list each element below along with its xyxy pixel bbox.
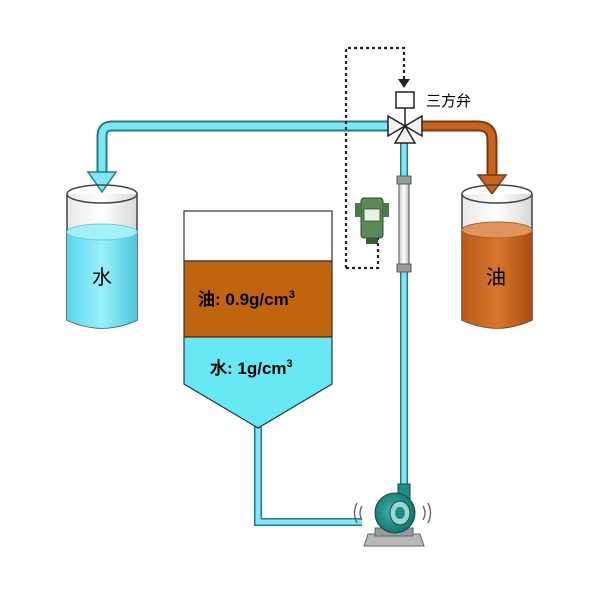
water-tank	[66, 184, 138, 329]
oil-pipe	[420, 120, 508, 196]
oil-layer-name: 油	[198, 289, 215, 309]
water-flow-arrow-icon	[86, 171, 118, 194]
oil-layer-label: 油: 0.9g/cm3	[198, 289, 295, 309]
pump-vibration-icon	[353, 502, 432, 524]
drain-pipe	[254, 425, 362, 526]
valve-label: 三方弁	[426, 92, 471, 110]
separator-vessel	[183, 210, 333, 429]
oil-layer-colon: :	[215, 290, 225, 309]
oil-tank-label: 油	[486, 265, 506, 289]
water-layer-label: 水: 1g/cm3	[210, 358, 293, 378]
water-pipe-network	[86, 120, 408, 526]
three-way-valve[interactable]	[387, 91, 423, 144]
water-tank-liquid	[67, 232, 137, 328]
valve-actuator	[395, 91, 415, 109]
transmitter-display	[363, 208, 381, 222]
oil-density-value: 0.9g/cm	[225, 290, 288, 309]
oil-density-sup: 3	[289, 289, 295, 301]
water-density-sup: 3	[287, 358, 293, 370]
oil-tank-liquid	[462, 230, 532, 328]
oil-tank	[461, 184, 533, 329]
pump	[353, 483, 432, 547]
water-layer-name: 水	[210, 358, 228, 378]
water-tank-label: 水	[92, 265, 112, 289]
meter-tube	[398, 183, 410, 265]
separator-headspace	[183, 210, 333, 262]
water-layer-colon: :	[227, 359, 237, 378]
flow-meter	[396, 175, 412, 273]
transmitter	[355, 197, 389, 244]
separator-water-layer	[183, 336, 333, 429]
control-signal-line	[344, 46, 406, 270]
signal-arrow-icon	[398, 79, 410, 88]
water-density-value: 1g/cm	[237, 359, 286, 378]
